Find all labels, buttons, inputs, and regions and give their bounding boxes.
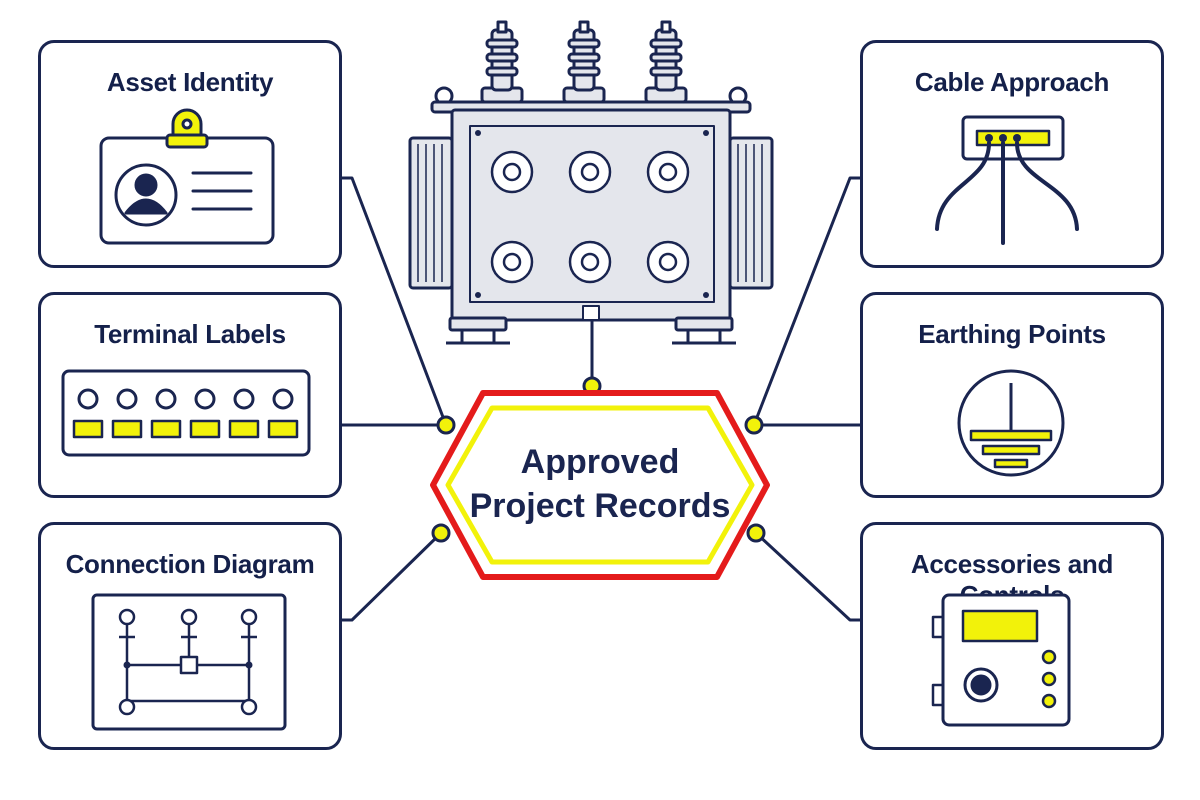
card-title: Cable Approach bbox=[914, 67, 1110, 97]
connector-cable-approach bbox=[752, 176, 860, 426]
junction-dot bbox=[436, 415, 456, 435]
connector-asset-identity bbox=[342, 176, 448, 426]
card-earthing-points: Earthing Points bbox=[860, 292, 1164, 498]
card-title: Earthing Points bbox=[918, 319, 1106, 349]
control-panel-icon bbox=[931, 593, 1071, 727]
connector-accessories-controls bbox=[754, 531, 860, 622]
center-title-line2: Project Records bbox=[469, 487, 731, 525]
card-title: Asset Identity bbox=[106, 67, 274, 97]
center-title-line1: Approved bbox=[520, 443, 680, 481]
earth-ground-icon bbox=[957, 369, 1065, 477]
id-badge-icon bbox=[99, 108, 275, 245]
wiring-schematic-icon bbox=[91, 593, 287, 731]
card-terminal-labels: Terminal Labels bbox=[38, 292, 342, 498]
terminal-strip-icon bbox=[61, 369, 311, 457]
card-title: Terminal Labels bbox=[94, 319, 286, 349]
card-cable-approach: Cable Approach bbox=[860, 40, 1164, 268]
junction-dot bbox=[431, 523, 451, 543]
card-connection-diagram: Connection Diagram bbox=[38, 522, 342, 750]
card-asset-identity: Asset Identity bbox=[38, 40, 342, 268]
junction-dot bbox=[744, 415, 764, 435]
card-accessories-controls: Accessories and Controls bbox=[860, 522, 1164, 750]
connector-connection-diagram bbox=[342, 531, 443, 622]
junction-dot bbox=[746, 523, 766, 543]
cable-entry-icon bbox=[935, 115, 1079, 245]
card-title: Connection Diagram bbox=[65, 549, 315, 579]
